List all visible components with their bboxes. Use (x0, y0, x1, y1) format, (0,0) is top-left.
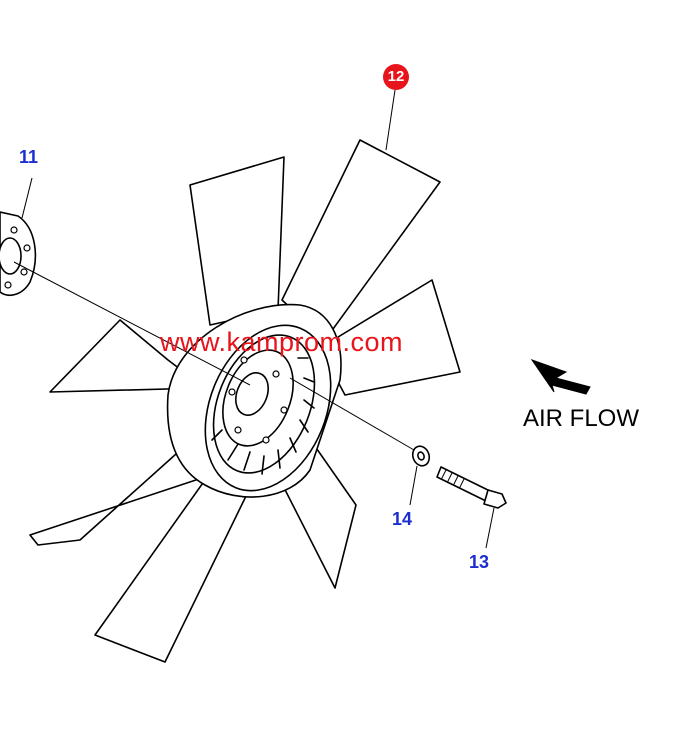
air-flow-label: AIR FLOW (523, 405, 640, 432)
axis-line (289, 377, 415, 451)
fan-hub-bolt-holes (228, 356, 288, 444)
leader-line-14 (409, 465, 418, 506)
flange-bore (0, 237, 22, 275)
nut-part-14 (411, 445, 431, 467)
fan-blade (94, 479, 249, 663)
fan-hub-bore (235, 372, 269, 416)
callout-part-13[interactable]: 13 (469, 552, 490, 572)
axis-line (13, 261, 251, 386)
watermark-text: www.kamprom.com (160, 327, 404, 357)
air-flow-arrow-icon (530, 359, 591, 395)
fan-blade (189, 156, 285, 326)
leader-lines (13, 89, 495, 549)
leader-line-12 (385, 89, 396, 151)
callout-part-14[interactable]: 14 (392, 509, 413, 529)
callout-part-12[interactable]: 12 (383, 64, 409, 90)
leader-line-11 (21, 177, 33, 219)
fan-hub-ribs (211, 357, 315, 475)
bolt-part-13 (436, 466, 507, 509)
callout-part-11[interactable]: 11 (19, 147, 39, 167)
flange-bolt-holes (4, 226, 31, 289)
leader-line-13 (485, 507, 495, 549)
